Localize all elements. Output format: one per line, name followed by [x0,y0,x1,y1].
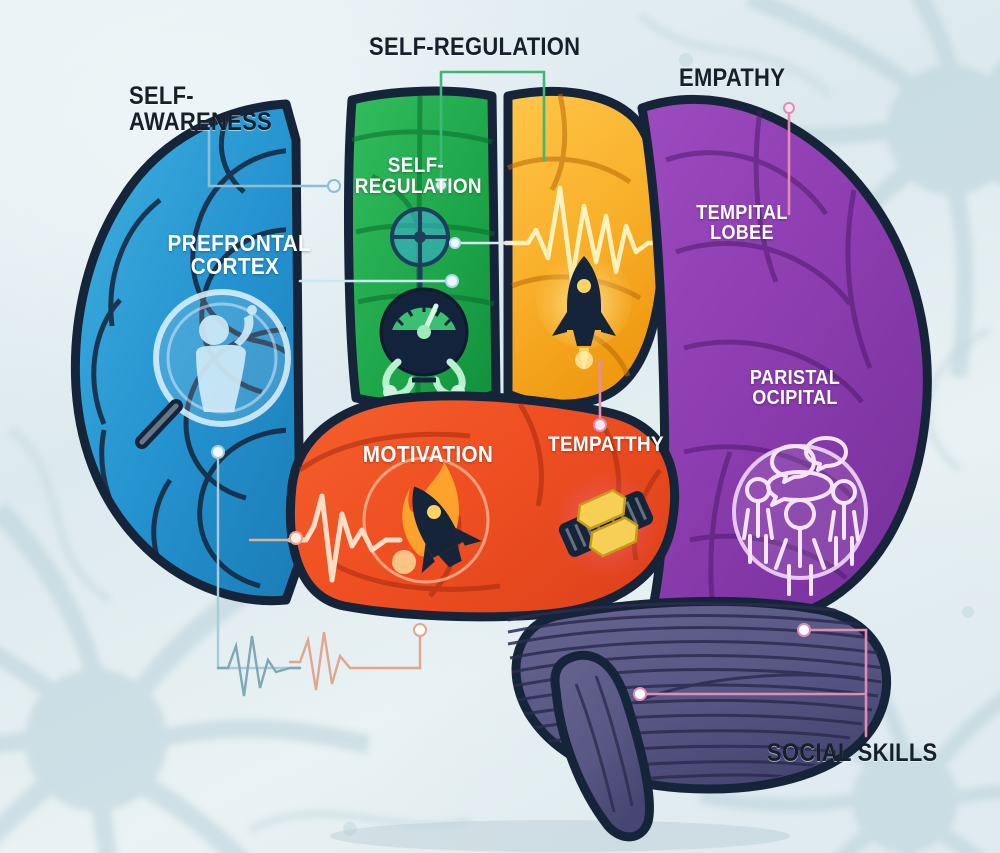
connector-self-awareness [207,124,336,188]
node-dot [797,623,811,637]
node-dot [449,237,461,249]
speech-bubble-icon [766,436,848,507]
region-cerebellum[interactable] [507,596,892,842]
region-frontal-lobe-green[interactable] [344,86,501,409]
rocket-icon [536,252,632,372]
region-frontal-lobe-blue[interactable] [70,99,305,606]
node-dot [783,102,795,114]
connector-social-skills [638,628,868,738]
node-dot [633,687,647,701]
node-dot [289,531,303,545]
node-dot [211,445,225,459]
region-motor-lobe-orange[interactable] [503,86,668,409]
connector-self-regulation [439,70,546,182]
connector-ekg-salmon [288,631,422,691]
callout-self-regulation[interactable]: SELF-REGULATION [369,33,581,61]
node-dot [413,623,427,637]
rocket-flame-icon [362,456,490,584]
region-parietal-lobe-purple[interactable] [637,94,932,629]
region-temporal-lobe-red[interactable] [285,391,680,622]
connector-lines [207,70,868,738]
callout-social-skills[interactable]: SOCIAL SKILLS [767,739,938,767]
node-dot [445,274,459,288]
callout-empathy[interactable]: EMPATHY [679,64,786,92]
thinking-person-icon [196,305,257,412]
node-dot [327,179,341,193]
people-group-icon [732,436,868,596]
node-dot [593,418,607,432]
node-dot [434,178,448,192]
ekg-trace-left [216,635,302,697]
crosshair-target-icon [390,207,450,292]
heartbeat-line-icon [503,185,663,283]
handshake-icon [552,470,660,578]
callout-self-awareness[interactable]: SELF- AWARENESS [129,82,272,136]
heartbeat-line-icon [287,493,403,583]
